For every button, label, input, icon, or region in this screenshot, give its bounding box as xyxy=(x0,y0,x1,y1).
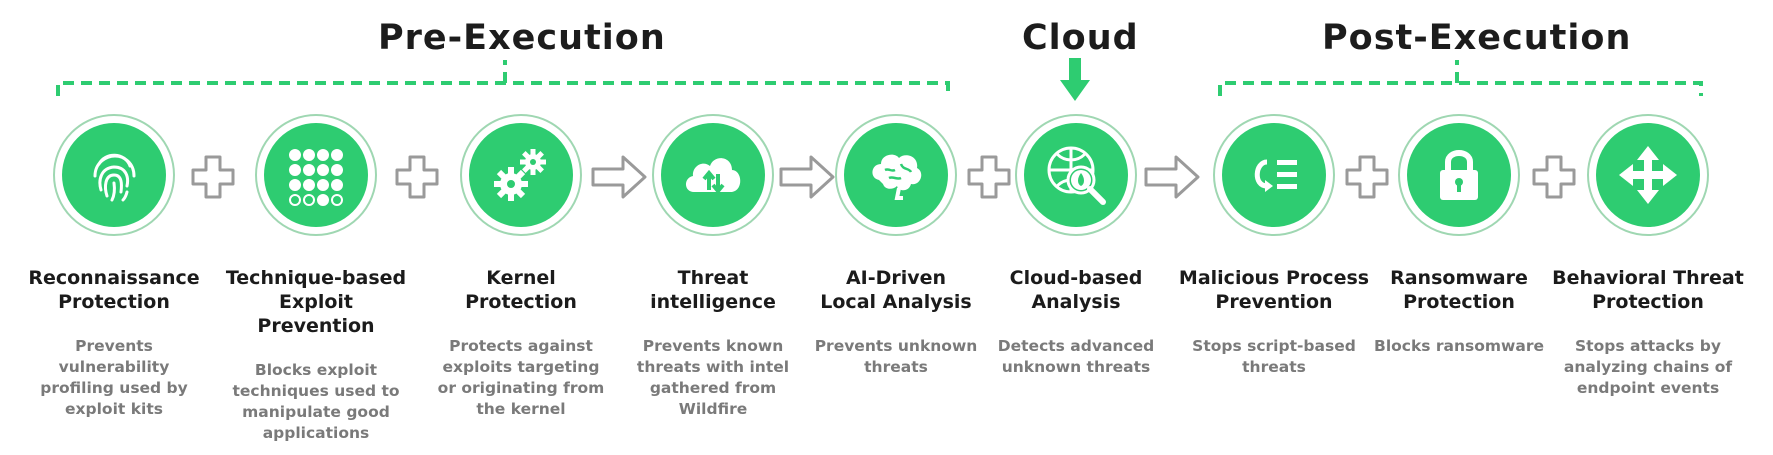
step-description: Stops script-based threats xyxy=(1192,337,1356,376)
step-title-line1: Kernel xyxy=(486,267,556,289)
cloud-sync-icon xyxy=(685,158,741,195)
step-description: Detects advanced unknown threats xyxy=(997,337,1155,376)
step-icon-ring xyxy=(1587,114,1709,236)
arrow-connector-icon xyxy=(591,155,647,199)
dot-grid-icon xyxy=(289,149,343,206)
arrow-connector-icon xyxy=(1144,155,1200,199)
plus-connector-icon xyxy=(191,155,235,199)
step-description: Prevents unknown threats xyxy=(814,337,978,376)
gears-icon xyxy=(494,149,546,201)
cloud-down-arrow-icon xyxy=(1060,58,1090,101)
arrow-connector-icon xyxy=(779,155,835,199)
step-title-line2: intelligence xyxy=(650,291,776,313)
step-description: Blocks exploit techniques used to manipu… xyxy=(232,361,400,442)
step-description: Prevents known threats with intel gather… xyxy=(636,337,790,418)
step-title-line1: Reconnaissance xyxy=(28,267,200,289)
move-arrows-icon xyxy=(1619,146,1677,204)
padlock-icon xyxy=(1440,150,1478,200)
step-title-line2: Protection xyxy=(1403,291,1515,313)
step-title-line1: Behavioral Threat xyxy=(1552,267,1744,289)
step-title-line2: Analysis xyxy=(1031,291,1121,313)
step-description: Protects against exploits targeting or o… xyxy=(437,337,605,418)
step-title-line2: Protection xyxy=(58,291,170,313)
step-title-line1: AI-Driven xyxy=(845,267,947,289)
step-icon-ring xyxy=(1213,114,1335,236)
post-execution-title: Post-Execution xyxy=(1322,18,1632,58)
step-icon-ring xyxy=(652,114,774,236)
plus-connector-icon xyxy=(967,155,1011,199)
step-title-line2: Protection xyxy=(465,291,577,313)
brain-icon xyxy=(872,154,922,200)
plus-connector-icon xyxy=(395,155,439,199)
pre-execution-title: Pre-Execution xyxy=(378,18,666,58)
step-title-line1: Threat xyxy=(677,267,749,289)
step-title-line2: Exploit Prevention xyxy=(257,291,375,337)
step-description: Blocks ransomware xyxy=(1374,337,1544,355)
step-icon-ring xyxy=(835,114,957,236)
post-execution-bracket xyxy=(1218,60,1703,96)
step-icon-ring xyxy=(255,114,377,236)
step-title-line2: Local Analysis xyxy=(820,291,972,313)
globe-search-icon xyxy=(1047,146,1106,205)
step-title-line1: Malicious Process xyxy=(1178,267,1370,289)
plus-connector-icon xyxy=(1345,155,1389,199)
process-list-icon xyxy=(1254,159,1297,192)
plus-connector-icon xyxy=(1532,155,1576,199)
step-title-line2: Prevention xyxy=(1215,291,1333,313)
step-title-line1: Cloud-based xyxy=(1009,267,1143,289)
pre-execution-bracket xyxy=(56,60,950,96)
step-title-line2: Protection xyxy=(1592,291,1704,313)
step-icon-ring xyxy=(460,114,582,236)
fingerprint-icon xyxy=(93,153,136,202)
cloud-title: Cloud xyxy=(1022,18,1139,58)
step-icon-ring xyxy=(1015,114,1137,236)
step-icon-ring xyxy=(53,114,175,236)
step-description: Prevents vulnerability profiling used by… xyxy=(40,337,188,418)
step-description: Stops attacks by analyzing chains of end… xyxy=(1563,337,1733,397)
step-title-line1: Technique-based xyxy=(225,267,407,289)
step-title-line1: Ransomware xyxy=(1390,267,1528,289)
step-icon-ring xyxy=(1398,114,1520,236)
